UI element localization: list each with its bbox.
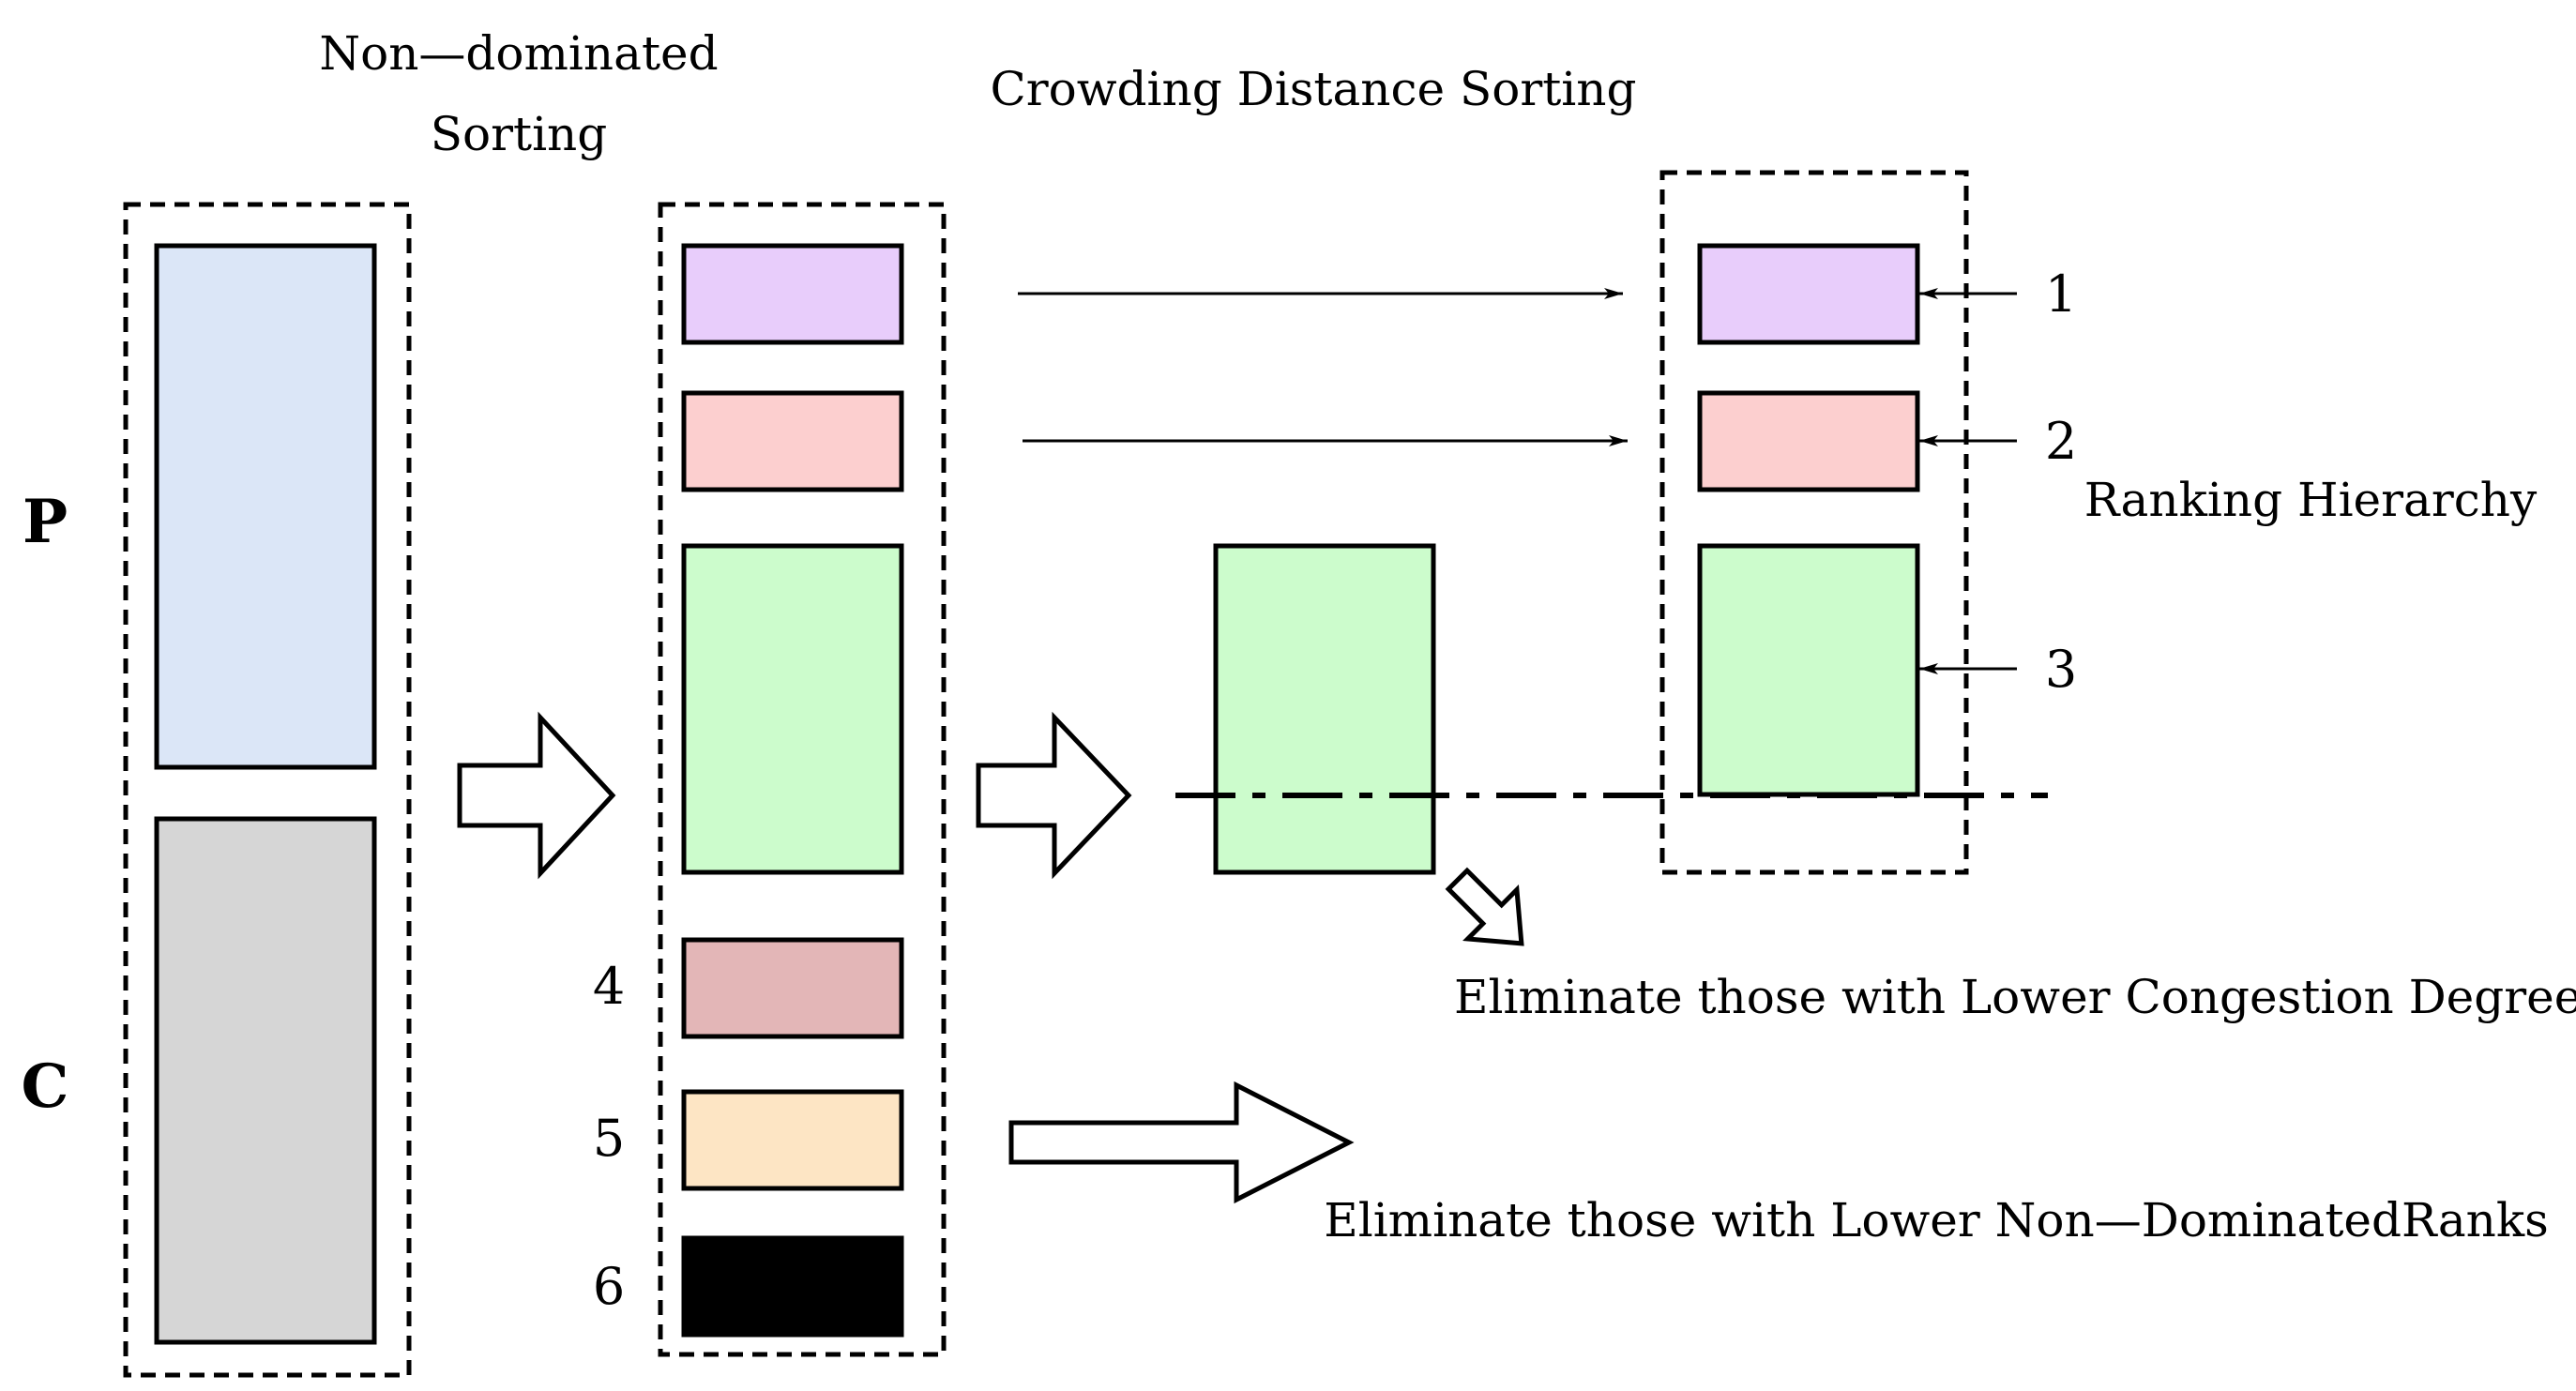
front-6-block: [681, 1235, 904, 1338]
hollow-arrow-right-3: [1008, 1081, 1355, 1204]
selected-front-3-block: [1697, 543, 1920, 797]
sorted-fronts-container: [658, 202, 947, 1357]
front-3-block: [681, 543, 904, 875]
ranking-hierarchy-label: Ranking Hierarchy: [2084, 473, 2538, 527]
rank-number-1: 1: [2045, 265, 2077, 324]
hollow-arrow-right-2: [976, 711, 1132, 880]
eliminate-nondominated-label: Eliminate those with Lower Non—Dominated…: [1324, 1193, 2549, 1247]
non-dominated-sorting-title-line2: Sorting: [431, 107, 608, 161]
population-p-label: P: [23, 487, 68, 557]
rank-number-6: 6: [593, 1257, 625, 1316]
front-5-block: [681, 1089, 904, 1191]
hollow-arrow-right-1: [457, 711, 616, 880]
hollow-arrow-diagonal: [1445, 867, 1524, 946]
combined-population-container: [123, 202, 412, 1378]
eliminate-congestion-label: Eliminate those with Lower Congestion De…: [1454, 970, 2576, 1024]
rank-number-2: 2: [2045, 412, 2077, 471]
next-population-container: [1659, 170, 1969, 875]
selected-front-1-block: [1697, 243, 1920, 345]
front-3-crowding-block: [1213, 543, 1436, 875]
rank-number-5: 5: [593, 1109, 625, 1168]
non-dominated-sorting-title-line1: Non—dominated: [319, 26, 718, 81]
front-1-block: [681, 243, 904, 345]
population-c-label: C: [22, 1051, 69, 1122]
front-2-block: [681, 390, 904, 492]
front-4-block: [681, 937, 904, 1039]
rank-number-3: 3: [2045, 640, 2077, 699]
selected-front-2-block: [1697, 390, 1920, 492]
rank-number-4: 4: [593, 957, 625, 1016]
offspring-population-block: [154, 816, 377, 1345]
parent-population-block: [154, 243, 377, 770]
crowding-distance-sorting-title: Crowding Distance Sorting: [990, 62, 1636, 116]
